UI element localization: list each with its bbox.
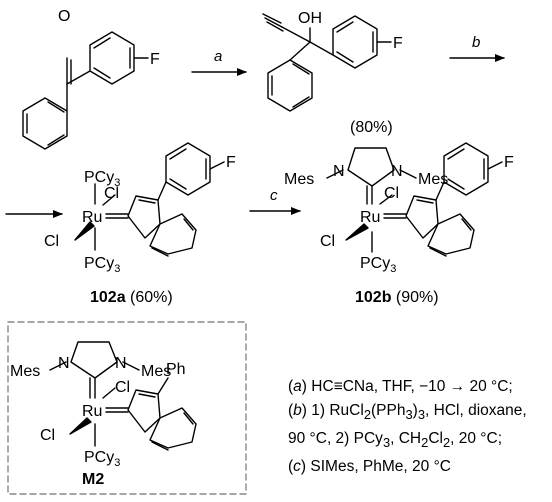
atom-Cl-m2-2: Cl [40, 427, 55, 444]
step-label-a: a [214, 48, 223, 65]
atom-Cl-102a-2: Cl [44, 233, 59, 250]
mesityl-left-m2: Mes [10, 363, 40, 380]
atom-Ru-102a: Ru [82, 209, 102, 226]
yield-alkynol: (80%) [350, 119, 393, 136]
atom-N-m2-2: N [115, 355, 127, 372]
atom-F-2: F [393, 35, 403, 52]
complex-102a-structure [74, 142, 225, 257]
atom-N-102b-2: N [391, 163, 403, 180]
condition-b-line2: 90 °C, 2) PCy3, CH2Cl2, 20 °C; [288, 430, 502, 451]
m2-dashed-box [7, 321, 247, 495]
fluorobenzophenone-structure [22, 31, 149, 150]
atom-F-102b: F [504, 154, 514, 171]
substituent-Ph-m2: Ph [166, 361, 186, 378]
atom-OH: OH [298, 10, 322, 27]
condition-c: (c) SIMes, PhMe, 20 °C [288, 458, 451, 476]
mesityl-left-102b: Mes [284, 171, 314, 188]
step-label-c: c [270, 187, 278, 204]
reaction-conditions: (a) HC≡CNa, THF, −10 → 20 °C; (b) 1) RuC… [288, 375, 527, 479]
mesityl-right-m2: Mes [141, 363, 171, 380]
mesityl-right-102b: Mes [418, 171, 448, 188]
atom-Cl-102b-2: Cl [320, 233, 335, 250]
complex-m2-structure [49, 341, 197, 451]
ligand-PCy3-top-102a: PCy3 [84, 169, 120, 189]
atom-N-m2-1: N [58, 355, 70, 372]
compound-102a-label: 102a (60%) [90, 289, 173, 306]
compound-m2-label: M2 [82, 471, 105, 488]
atom-Ru-102b: Ru [360, 209, 380, 226]
compound-102b-label: 102b (90%) [355, 289, 439, 306]
atom-oxygen-1: O [58, 8, 70, 25]
atom-F-102a: F [226, 154, 236, 171]
propargylic-alcohol-structure [262, 13, 392, 112]
ligand-PCy3-102b: PCy3 [360, 255, 396, 275]
ligand-PCy3-m2: PCy3 [84, 449, 120, 469]
complex-102b-structure [326, 142, 503, 257]
condition-a: (a) HC≡CNa, THF, −10 → 20 °C; [288, 378, 513, 395]
atom-Cl-m2-1: Cl [115, 379, 130, 396]
atom-Cl-102b-1: Cl [384, 185, 399, 202]
atom-Cl-102a-1: Cl [104, 185, 119, 202]
atom-Ru-m2: Ru [82, 403, 102, 420]
atom-F-1: F [150, 51, 160, 68]
ligand-PCy3-bottom-102a: PCy3 [84, 255, 120, 275]
atom-N-102b-1: N [333, 163, 345, 180]
step-label-b: b [472, 34, 481, 51]
condition-b-line1: (b) 1) RuCl2(PPh3)3, HCl, dioxane, [288, 402, 527, 423]
